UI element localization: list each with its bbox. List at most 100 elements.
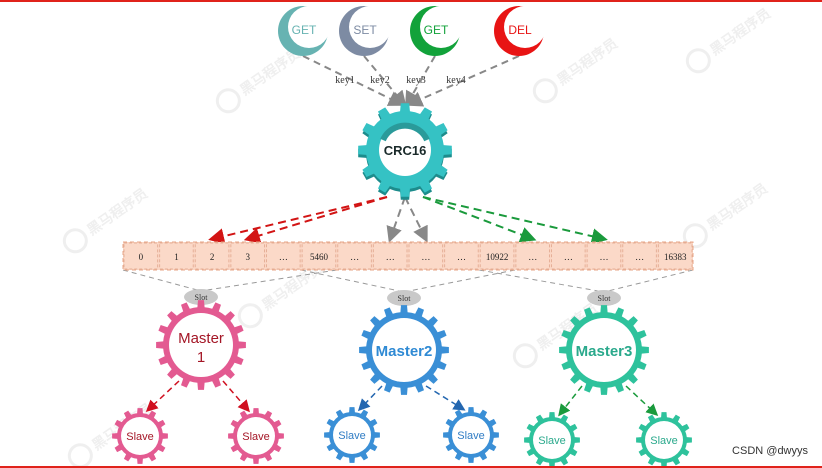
key-line — [404, 55, 436, 108]
master-3-gear-icon: Master3 — [559, 305, 649, 395]
slot-tag: Slot — [587, 290, 621, 306]
master-2-gear-icon: Master2 — [359, 305, 449, 395]
slot-tag: Slot — [387, 290, 421, 306]
replication-arrow — [425, 385, 466, 411]
key-line — [363, 55, 407, 108]
command-label: SET — [353, 23, 377, 37]
hash-arrow — [386, 196, 406, 243]
slot-cell — [515, 242, 550, 270]
replication-arrow — [357, 385, 383, 412]
slot-range-line — [122, 269, 202, 292]
slot-cell — [408, 242, 444, 270]
slot-cell-label: 3 — [245, 252, 250, 262]
slot-cell — [372, 242, 408, 270]
key-line — [406, 55, 520, 107]
watermark-text: 黑马程序员 — [707, 5, 774, 59]
slave-label: Slave — [126, 431, 154, 443]
slot-cell — [123, 242, 159, 270]
watermark-text: 黑马程序员 — [554, 35, 621, 89]
slot-cell-label: 16383 — [664, 252, 687, 262]
slot-cell-label: 10922 — [486, 252, 509, 262]
slot-cell-label: … — [421, 252, 430, 262]
slot-cell-label: 1 — [174, 252, 179, 262]
credit-text: CSDN @dwyys — [732, 445, 808, 457]
slave-label: Slave — [457, 430, 485, 442]
slot-cell — [159, 242, 194, 270]
key-label-key4: key4 — [446, 75, 465, 86]
crc16-gear-icon: CRC16 — [358, 103, 452, 200]
connector-lines — [122, 55, 694, 417]
slave-gear-hole — [452, 416, 490, 454]
command-node-get: GET — [410, 6, 462, 56]
slot-tag-bubble — [387, 290, 421, 306]
slot-cell-label: … — [350, 252, 359, 262]
slot-cell — [586, 242, 622, 270]
slave-2-2-gear-icon: Slave — [443, 407, 499, 463]
slot-cell — [479, 242, 515, 270]
slot-cell — [444, 242, 479, 270]
watermark-text: 黑马程序员 — [704, 180, 771, 234]
slot-cell-label: 0 — [139, 252, 144, 262]
command-ring-cutout — [288, 6, 330, 48]
slot-range-line — [603, 269, 694, 293]
hash-arrow — [422, 196, 537, 243]
slave-gear-hole — [645, 421, 683, 459]
replication-arrow — [558, 385, 583, 417]
slave-label: Slave — [242, 431, 270, 443]
command-node-get: GET — [278, 6, 330, 56]
command-ring-cutout — [420, 6, 462, 48]
key-line — [302, 55, 405, 106]
slot-cell-label: … — [386, 252, 395, 262]
master-gear-hole — [572, 318, 636, 382]
master-label: Master — [178, 330, 224, 347]
slot-range-line — [200, 269, 337, 292]
slave-label: Slave — [538, 435, 566, 447]
command-ring-cutout — [504, 6, 546, 48]
key-label-key3: key3 — [406, 75, 425, 86]
command-label: DEL — [508, 23, 532, 37]
slot-cell-label: … — [564, 252, 573, 262]
hash-arrow — [208, 196, 388, 244]
slot-cell — [266, 242, 301, 270]
slave-label: Slave — [650, 435, 678, 447]
master-label: Master2 — [376, 343, 433, 360]
watermark-layer: 黑马程序员黑马程序员黑马程序员黑马程序员黑马程序员黑马程序员黑马程序员黑马程序员 — [62, 5, 774, 466]
replication-arrow — [145, 380, 180, 413]
slot-cell — [301, 242, 337, 270]
slot-range-line — [403, 269, 515, 293]
command-ring-cutout — [349, 6, 391, 48]
master-label-line2: 1 — [197, 349, 205, 366]
command-node-set: SET — [339, 6, 391, 56]
slot-cell — [551, 242, 586, 270]
slot-cell — [337, 242, 372, 270]
slot-cell-label: … — [528, 252, 537, 262]
slot-tag-label: Slot — [195, 293, 209, 302]
replication-arrow — [222, 380, 250, 413]
slot-tag-label: Slot — [598, 294, 612, 303]
crc16-label: CRC16 — [384, 143, 427, 158]
key-label-key2: key2 — [370, 75, 389, 86]
hash-arrow — [243, 196, 388, 244]
hash-arrow — [422, 196, 608, 245]
slot-tag: Slot — [184, 289, 218, 305]
hash-arrow — [404, 196, 428, 243]
slot-cell-label: … — [635, 252, 644, 262]
slave-gear-hole — [237, 417, 275, 455]
slave-label: Slave — [338, 430, 366, 442]
slot-cell — [230, 242, 265, 270]
slave-3-2-gear-icon: Slave — [636, 412, 692, 466]
master-gear-hole — [372, 318, 436, 382]
watermark: 黑马程序员 — [682, 180, 771, 249]
slave-2-1-gear-icon: Slave — [324, 407, 380, 463]
slave-1-2-gear-icon: Slave — [228, 408, 284, 464]
slot-tag-label: Slot — [398, 294, 412, 303]
slot-tag-bubble — [587, 290, 621, 306]
slave-gear-hole — [533, 421, 571, 459]
watermark: 黑马程序员 — [685, 5, 774, 74]
replication-arrow — [625, 385, 659, 417]
slot-cell-label: 5460 — [310, 252, 329, 262]
master-gear-hole — [169, 313, 233, 377]
